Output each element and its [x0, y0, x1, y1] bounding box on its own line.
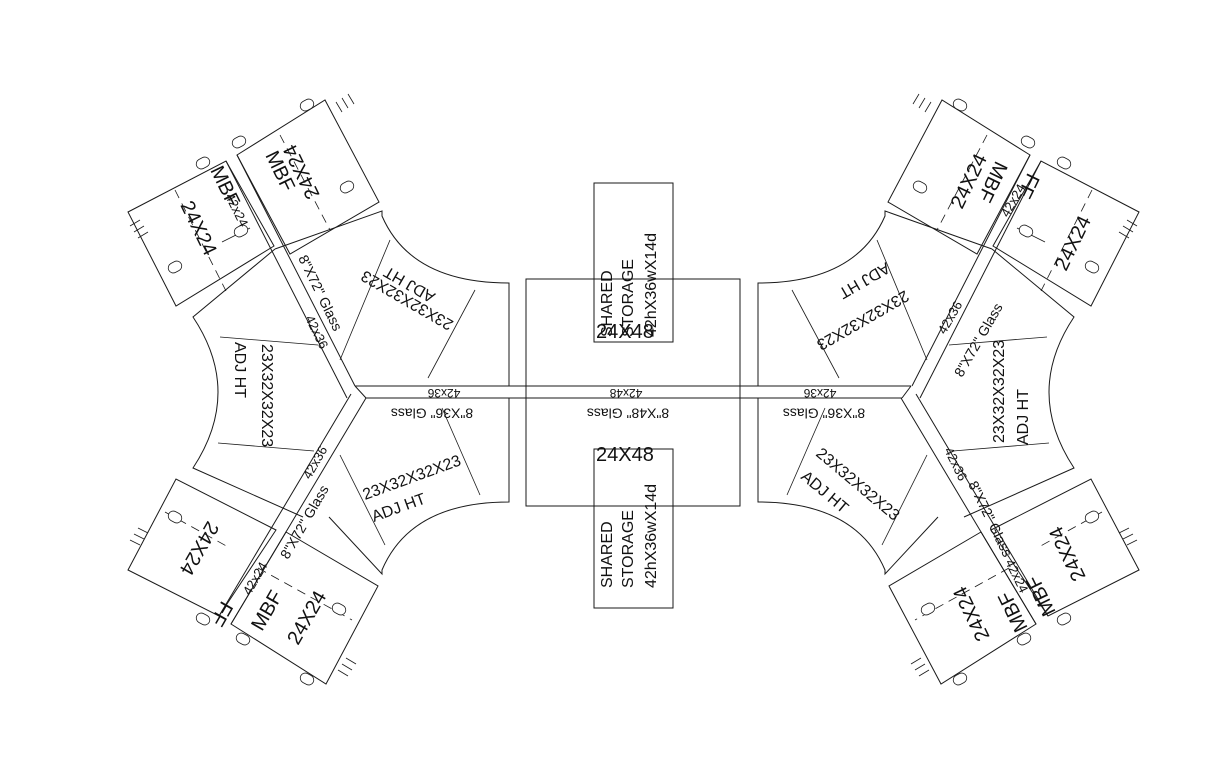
ws-ur-size: 23X32X32X23 — [814, 287, 912, 353]
ws-l-adj: ADJ HT — [231, 342, 248, 398]
storage-top-size: 24X48 — [596, 321, 654, 343]
spine-left-glass: 8"X36" Glass — [391, 405, 473, 421]
ped-lr-mbf-b: MBF — [1022, 572, 1060, 620]
arm-ll-glass: 8"X72" Glass — [277, 482, 332, 561]
storage-top-line3: 42hX36wX14d — [643, 233, 660, 337]
arm-lr-panel: 42x36 — [941, 445, 970, 483]
ws-l-size: 23X32X32X23 — [258, 344, 275, 447]
shared-storage-bottom: 24X48 SHARED STORAGE 42hX36wX14d — [593, 444, 674, 609]
shared-storage-top: SHARED STORAGE 42hX36wX14d 24X48 — [593, 182, 674, 343]
storage-bottom-line1: SHARED — [599, 521, 616, 588]
storage-top-line1: SHARED — [599, 270, 616, 337]
spine-left-panel: 42x36 — [427, 386, 460, 400]
storage-bottom-line3: 42hX36wX14d — [643, 484, 660, 588]
spine-panels: 42x36 42x48 42x36 8"X36" Glass 8"X48" Gl… — [354, 385, 912, 421]
ped-ul-24x24-a: 24X24 — [176, 198, 221, 260]
ped-ll-24x24-a: 24X24 — [175, 518, 223, 579]
spine-right-panel: 42x36 — [803, 386, 836, 400]
storage-bottom-size: 24X48 — [596, 444, 654, 466]
ped-lr-24x24-b: 24X24 — [1045, 523, 1090, 585]
storage-bottom-line2: STORAGE — [620, 510, 637, 588]
arm-ll-panel: 42x36 — [300, 443, 331, 481]
spine-center-panel: 42x48 — [609, 386, 642, 400]
storage-top-line2: STORAGE — [620, 259, 637, 337]
ws-r-size: 23X32X32X23 — [991, 340, 1008, 443]
ped-lr-24x24-a: 24X24 — [949, 583, 994, 645]
spine-center-glass: 8"X48" Glass — [587, 405, 669, 421]
ped-ul-mbf-a: MBF — [206, 163, 244, 211]
ws-ur-adj: ADJ HT — [835, 259, 892, 302]
spine-right-glass: 8"X36" Glass — [783, 405, 865, 421]
ped-lr-mbf-a: MBF — [994, 588, 1032, 636]
ws-r-adj: ADJ HT — [1015, 389, 1032, 445]
ped-ll-24x24-b: 24X24 — [283, 587, 331, 648]
